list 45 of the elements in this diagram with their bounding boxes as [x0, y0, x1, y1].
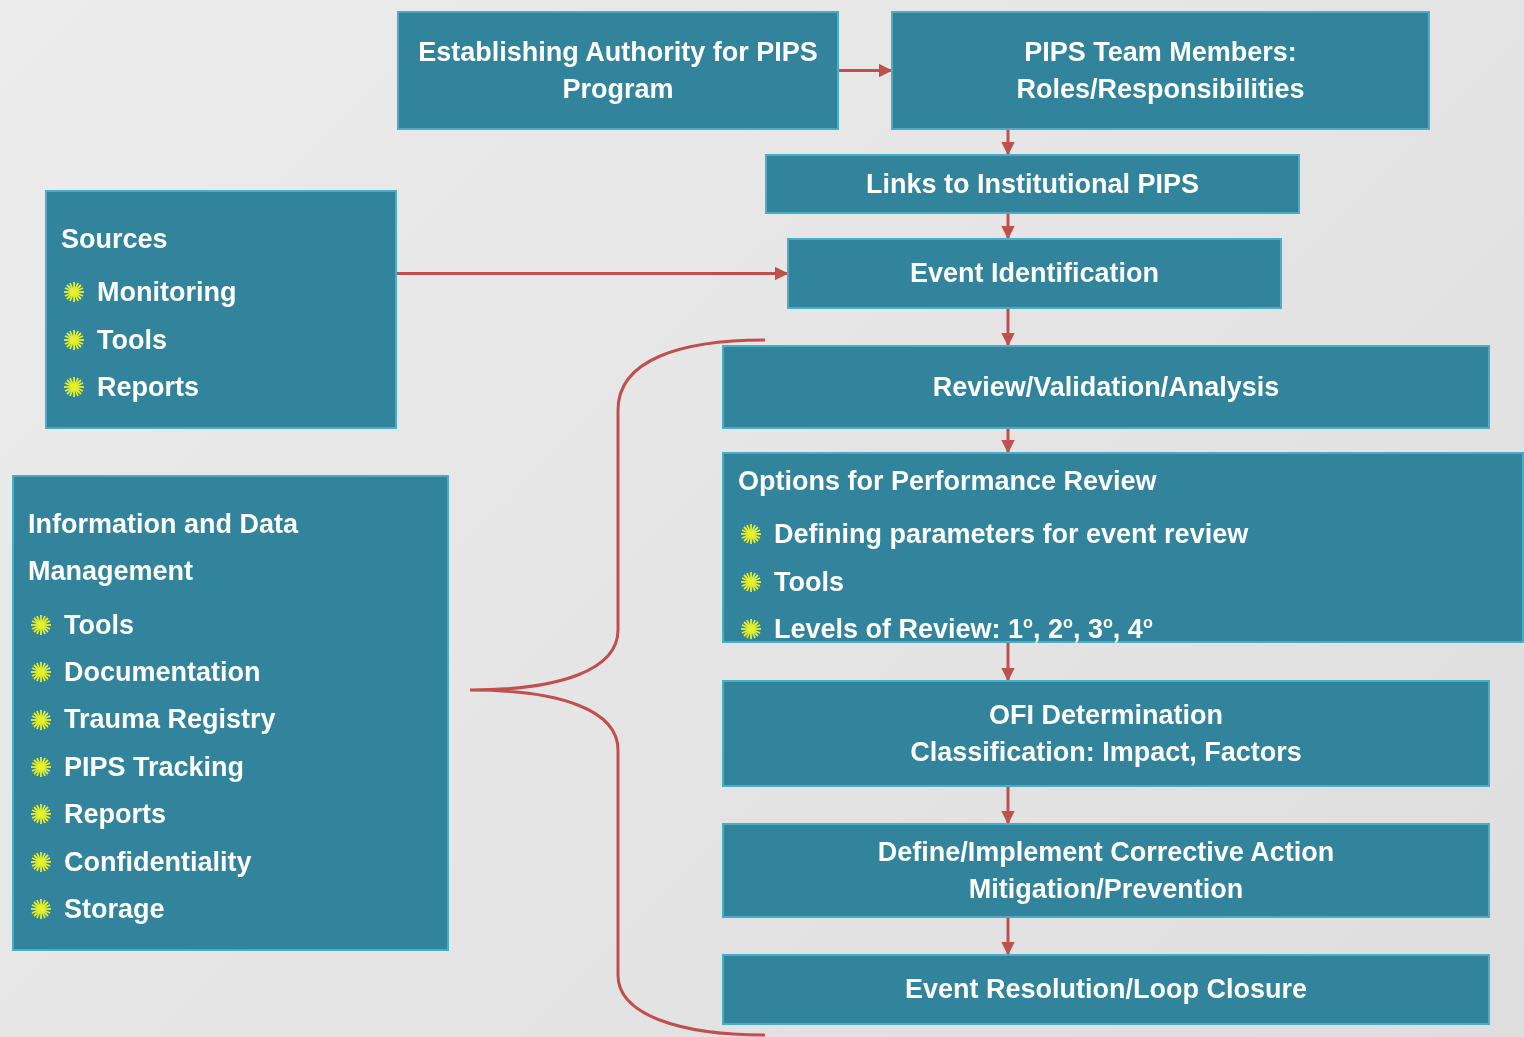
arrow [1001, 429, 1015, 454]
arrow [1001, 130, 1015, 156]
process-box [722, 345, 1490, 429]
box-text: Links to Institutional PIPS [866, 167, 1199, 201]
arrow [1001, 787, 1015, 825]
bullet-text: Monitoring [97, 276, 237, 310]
process-box [891, 11, 1430, 130]
bullet-text: Tools [774, 565, 844, 599]
box-text: PIPS Team Members: Roles/Responsibilities [1015, 36, 1306, 106]
bullet-text: Tools [97, 323, 167, 357]
box-heading: Options for Performance Review [738, 465, 1158, 498]
box-text: Define/Implement Corrective Action Mitigation/Prevention [876, 836, 1336, 906]
bullet-text: PIPS Tracking [64, 750, 245, 784]
process-box [765, 154, 1300, 214]
arrow [839, 63, 893, 78]
process-box [722, 823, 1490, 918]
box-heading: Information and Data Management [28, 508, 300, 589]
arrow [397, 266, 789, 281]
box-text: Classification: Impact, Factors [910, 735, 1302, 769]
process-box [722, 680, 1490, 787]
process-box [45, 190, 397, 429]
box-text: Establishing Authority for PIPS Program [417, 36, 819, 106]
arrow [1001, 918, 1015, 956]
box-text: Event Resolution/Loop Closure [905, 973, 1307, 1007]
bullet-text: Trauma Registry [64, 703, 276, 737]
box-text: Event Identification [910, 257, 1159, 291]
arrow [1001, 309, 1015, 347]
bullet-text: Levels of Review: 1$^{o}$, 2$^{o}$, 3$^{o}$, 4$^{o}$ [774, 612, 1153, 647]
bullet-text: Defining parameters for event review [774, 518, 1249, 552]
bullet-text: Documentation [64, 655, 261, 689]
bullet-text: Storage [64, 893, 165, 927]
box-heading: Sources [61, 223, 169, 256]
process-box [12, 475, 449, 951]
bullet-text: Tools [64, 608, 134, 642]
box-text: Review/Validation/Analysis [932, 370, 1280, 404]
bullet-text: Confidentiality [64, 845, 252, 879]
bullet-text: Reports [64, 798, 166, 832]
process-box [722, 954, 1490, 1025]
box-text: OFI Determination [989, 699, 1223, 733]
process-box [722, 452, 1524, 643]
process-box [787, 238, 1282, 309]
arrow [1001, 214, 1015, 240]
process-box [397, 11, 839, 130]
bullet-text: Reports [97, 371, 199, 405]
arrow [1001, 643, 1015, 682]
